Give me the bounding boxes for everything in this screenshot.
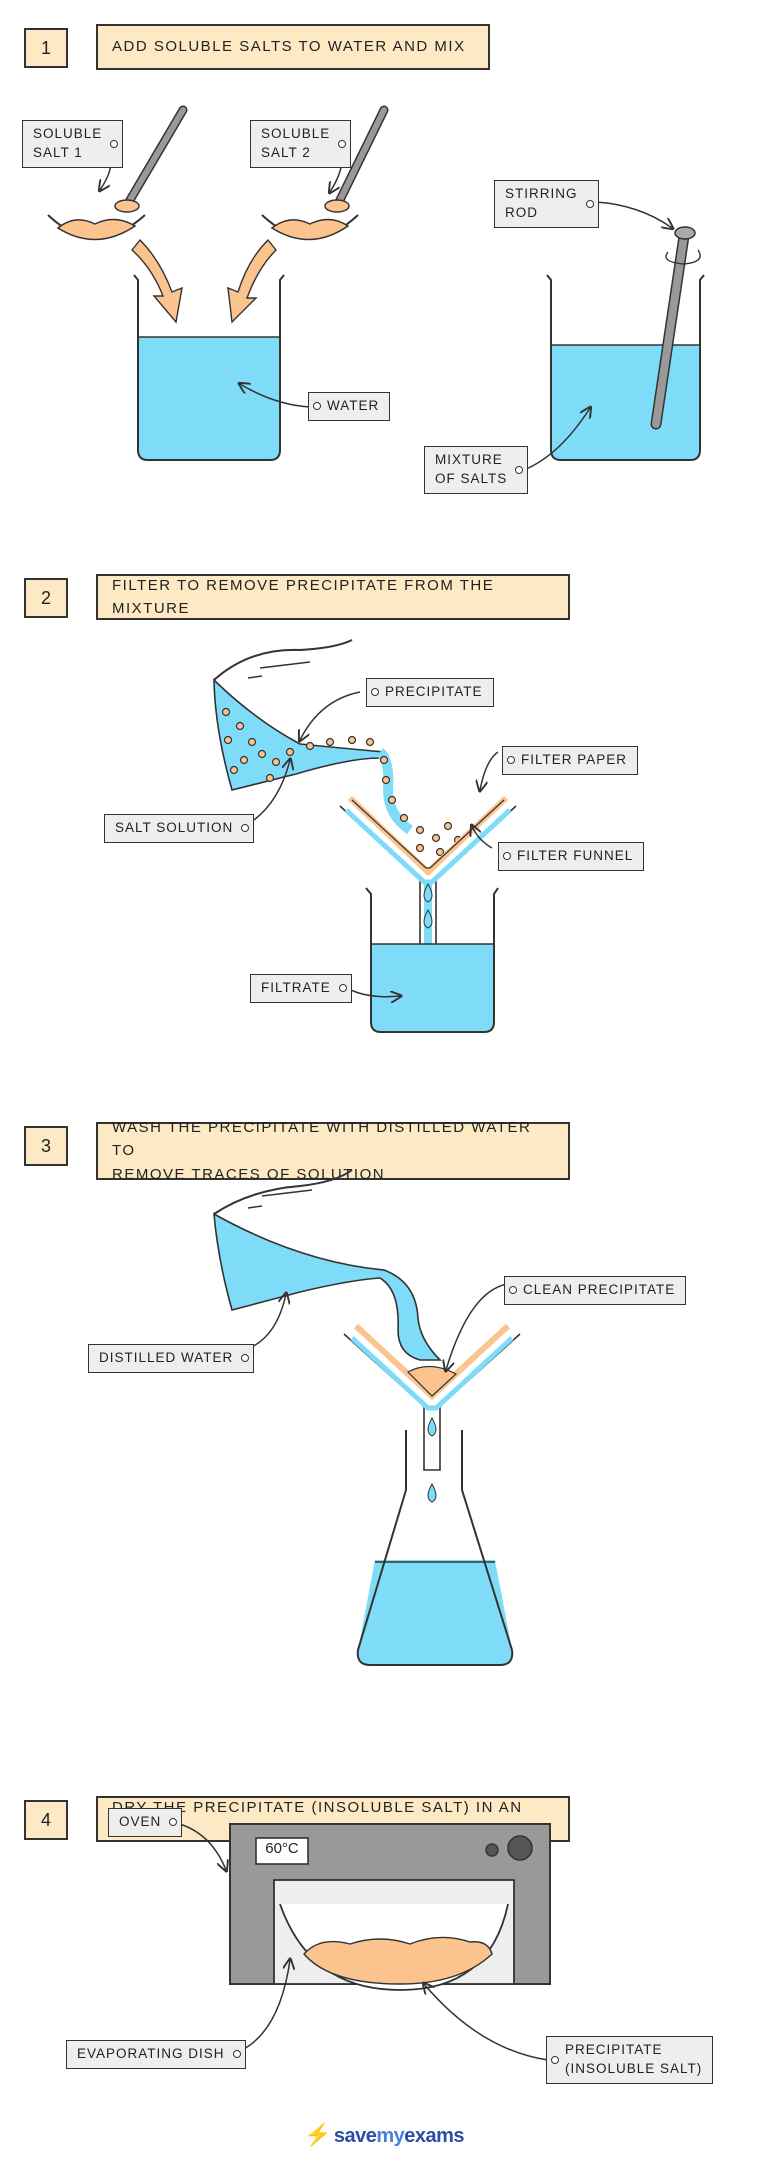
precipitate-label: PRECIPITATE <box>366 678 494 707</box>
bolt-icon: ⚡ <box>303 2122 331 2147</box>
beaker-2 <box>546 274 705 461</box>
salt-dish-1 <box>47 214 146 241</box>
clean-precipitate-label: CLEAN PRECIPITATE <box>504 1276 687 1305</box>
filtrate-label: FILTRATE <box>250 974 352 1003</box>
beaker-1 <box>133 274 285 461</box>
pouring-beaker-3 <box>213 1169 442 1361</box>
salt-dish-2 <box>261 214 359 241</box>
step-1-title: ADD SOLUBLE SALTS TO WATER AND MIX <box>96 24 490 70</box>
step-2-title: FILTER TO REMOVE PRECIPITATE FROM THE MI… <box>96 574 570 620</box>
pouring-beaker-2 <box>213 639 413 835</box>
stirring-rod <box>650 226 701 430</box>
spoon-1 <box>114 105 188 213</box>
soluble-salt-1-label: SOLUBLE SALT 1 <box>22 120 124 168</box>
filter-funnel-label: FILTER FUNNEL <box>498 842 645 871</box>
precipitate-particles <box>221 707 463 857</box>
step-1-number: 1 <box>24 28 68 68</box>
pour-arrow-1 <box>131 238 183 324</box>
soluble-salt-2-label: SOLUBLE SALT 2 <box>250 120 352 168</box>
oven-temperature: 60°C <box>265 1840 299 1857</box>
step-2-number: 2 <box>24 578 68 618</box>
step-4-number: 4 <box>24 1800 68 1840</box>
step-3-title: WASH THE PRECIPITATE WITH DISTILLED WATE… <box>96 1119 570 1183</box>
filter-funnel-2 <box>339 795 517 949</box>
water-arrow <box>240 384 311 408</box>
stirring-rod-label: STIRRING ROD <box>494 180 599 228</box>
mixture-arrow <box>523 408 590 471</box>
oven-label: OVEN <box>108 1808 183 1837</box>
evaporating-dish-label: EVAPORATING DISH <box>66 2040 246 2069</box>
pour-arrow-2 <box>227 238 277 324</box>
filtrate-beaker <box>365 887 499 1033</box>
water-label: WATER <box>308 392 391 421</box>
salt-solution-label: SALT SOLUTION <box>104 814 255 843</box>
stirring-rod-arrow <box>595 201 672 228</box>
precipitate-insoluble-label: PRECIPITATE (INSOLUBLE SALT) <box>546 2036 714 2084</box>
conical-flask <box>356 1430 514 1666</box>
step-3-number: 3 <box>24 1126 68 1166</box>
savemyexams-logo: ⚡savemyexams <box>303 2122 465 2147</box>
filter-paper-label: FILTER PAPER <box>502 746 639 775</box>
mixture-of-salts-label: MIXTURE OF SALTS <box>424 446 529 494</box>
spoon-2 <box>324 105 389 213</box>
distilled-water-label: DISTILLED WATER <box>88 1344 255 1373</box>
